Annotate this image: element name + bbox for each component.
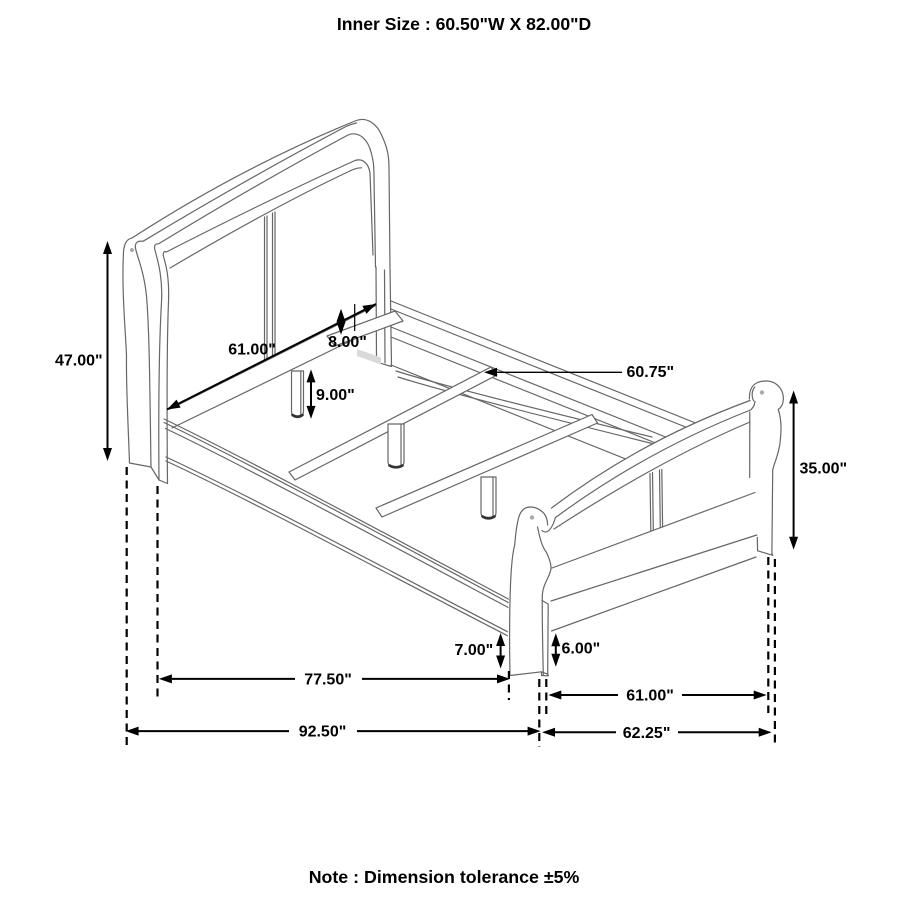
svg-text:6.00": 6.00" <box>562 641 601 658</box>
svg-text:Inner Size : 60.50"W X 82.00"D: Inner Size : 60.50"W X 82.00"D <box>337 14 591 34</box>
svg-text:35.00": 35.00" <box>800 461 848 478</box>
svg-text:92.50": 92.50" <box>299 724 347 741</box>
svg-text:47.00": 47.00" <box>55 353 103 370</box>
svg-text:9.00": 9.00" <box>316 387 355 404</box>
svg-text:61.00": 61.00" <box>228 342 276 359</box>
svg-text:62.25": 62.25" <box>623 725 671 742</box>
svg-text:Note : Dimension tolerance ±5%: Note : Dimension tolerance ±5% <box>309 867 580 887</box>
svg-text:7.00": 7.00" <box>455 642 494 659</box>
svg-text:61.00": 61.00" <box>626 688 674 705</box>
svg-text:8.00": 8.00" <box>328 334 367 351</box>
svg-text:60.75": 60.75" <box>627 364 675 381</box>
svg-text:77.50": 77.50" <box>304 672 352 689</box>
